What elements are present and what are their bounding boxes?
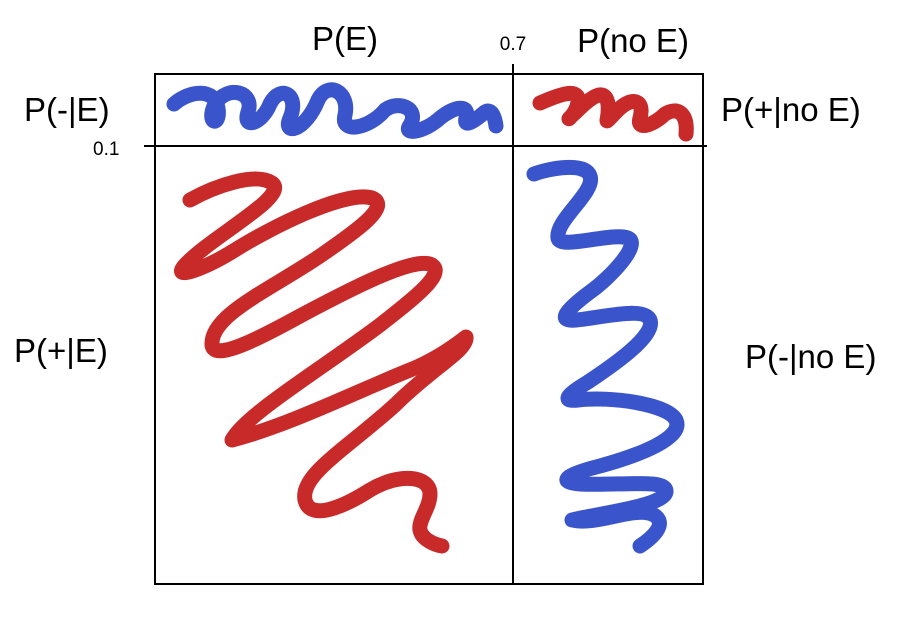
label-p-neg-given-no-e: P(-|no E) <box>745 338 876 375</box>
blue-scribble-top-left <box>166 82 504 139</box>
outer-frame <box>154 73 704 585</box>
red-scribble-bottom-left <box>174 171 474 554</box>
label-p-pos-given-e: P(+|E) <box>14 332 108 369</box>
label-p-pos-given-no-e: P(+|no E) <box>721 91 861 128</box>
label-p-e: P(E) <box>312 20 378 57</box>
label-split-0-1: 0.1 <box>93 139 119 160</box>
label-p-neg-given-e: P(-|E) <box>24 91 110 128</box>
label-split-0-7: 0.7 <box>500 34 526 55</box>
blue-scribble-bottom-right <box>526 159 685 554</box>
label-p-no-e: P(no E) <box>577 22 689 59</box>
red-scribble-top-right <box>532 85 694 142</box>
